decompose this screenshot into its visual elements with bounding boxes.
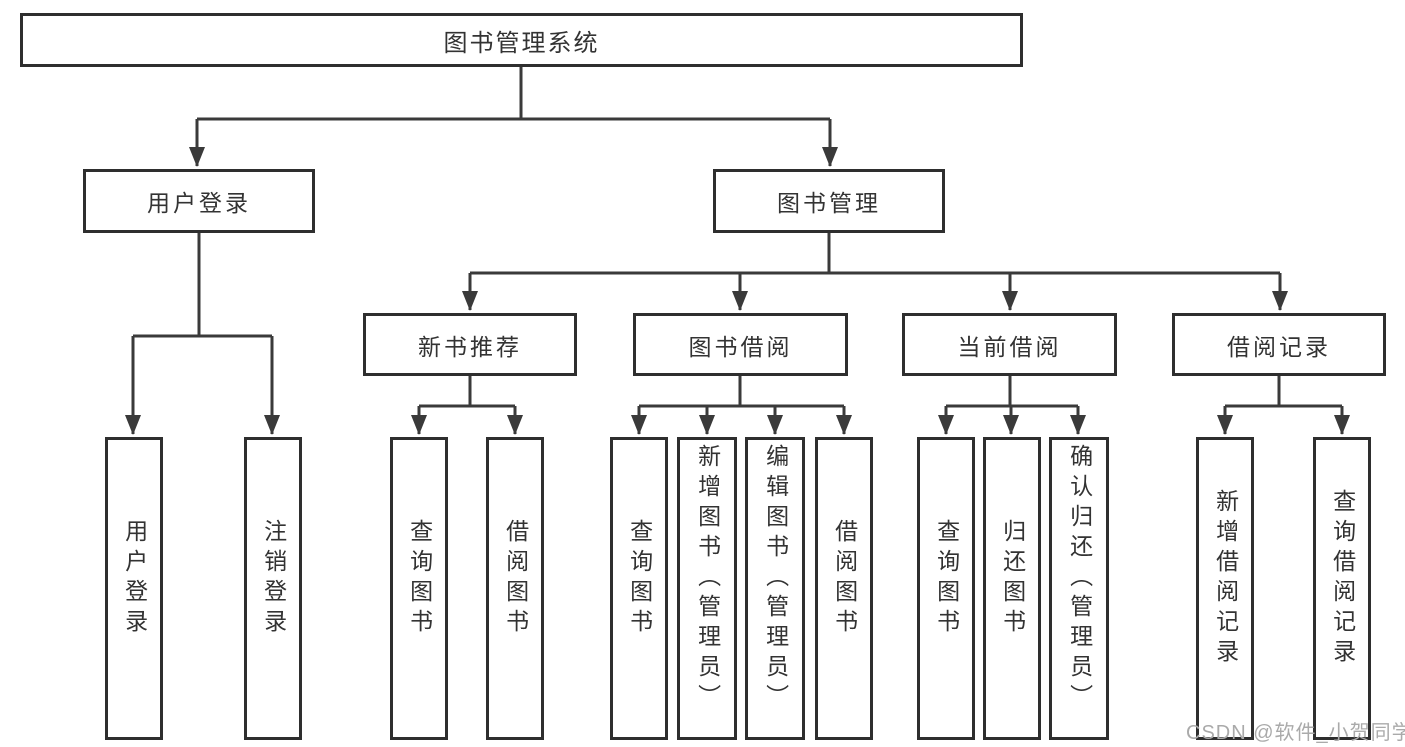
node-leaf-logout: 注销登录	[244, 437, 302, 740]
edges-current-borrowing-to-leaves	[938, 376, 1086, 435]
node-leaf-query-books-current: 查询图书	[917, 437, 975, 740]
node-book-management: 图书管理	[713, 169, 945, 233]
node-leaf-user-login: 用户登录	[105, 437, 163, 740]
edges-root-to-level2	[189, 67, 838, 167]
edges-book-management-to-level3	[462, 233, 1288, 311]
node-leaf-borrow-books-recommend: 借阅图书	[486, 437, 544, 740]
node-leaf-add-borrow-record: 新增借阅记录	[1196, 437, 1254, 740]
node-leaf-confirm-return-admin: 确认归还（管理员）	[1049, 437, 1109, 740]
leaf-label: 借阅图书	[502, 518, 529, 639]
node-leaf-borrow-books-borrowing: 借阅图书	[815, 437, 873, 740]
leaf-label: 查询图书	[406, 518, 433, 639]
csdn-watermark: CSDN @软件_小贺同学	[1186, 722, 1405, 744]
node-borrowing-records: 借阅记录	[1172, 313, 1386, 376]
node-leaf-edit-book-admin: 编辑图书（管理员）	[745, 437, 805, 740]
leaf-label: 查询借阅记录	[1329, 488, 1356, 669]
leaf-label: 新增借阅记录	[1212, 488, 1239, 669]
leaf-label: 查询图书	[626, 518, 653, 639]
edges-user-login-to-leaves	[125, 233, 280, 435]
leaf-label: 用户登录	[121, 518, 148, 639]
leaf-label: 新增图书（管理员）	[694, 443, 721, 714]
leaf-label: 编辑图书（管理员）	[762, 443, 789, 714]
leaf-label: 查询图书	[933, 518, 960, 639]
leaf-label: 归还图书	[999, 518, 1026, 639]
edges-book-borrowing-to-leaves	[631, 376, 852, 435]
node-leaf-query-borrow-record: 查询借阅记录	[1313, 437, 1371, 740]
node-current-borrowing: 当前借阅	[902, 313, 1117, 376]
node-leaf-add-book-admin: 新增图书（管理员）	[677, 437, 737, 740]
leaf-label: 借阅图书	[831, 518, 858, 639]
node-book-borrowing: 图书借阅	[633, 313, 848, 376]
leaf-label: 确认归还（管理员）	[1066, 443, 1093, 714]
node-leaf-query-books-borrowing: 查询图书	[610, 437, 668, 740]
node-user-login: 用户登录	[83, 169, 315, 233]
node-leaf-query-books-recommend: 查询图书	[390, 437, 448, 740]
edges-new-book-recommendation-to-leaves	[411, 376, 523, 435]
edges-borrowing-records-to-leaves	[1217, 376, 1350, 435]
node-leaf-return-books: 归还图书	[983, 437, 1041, 740]
leaf-label: 注销登录	[260, 518, 287, 639]
node-library-management-system: 图书管理系统	[20, 13, 1023, 67]
node-new-book-recommendation: 新书推荐	[363, 313, 577, 376]
